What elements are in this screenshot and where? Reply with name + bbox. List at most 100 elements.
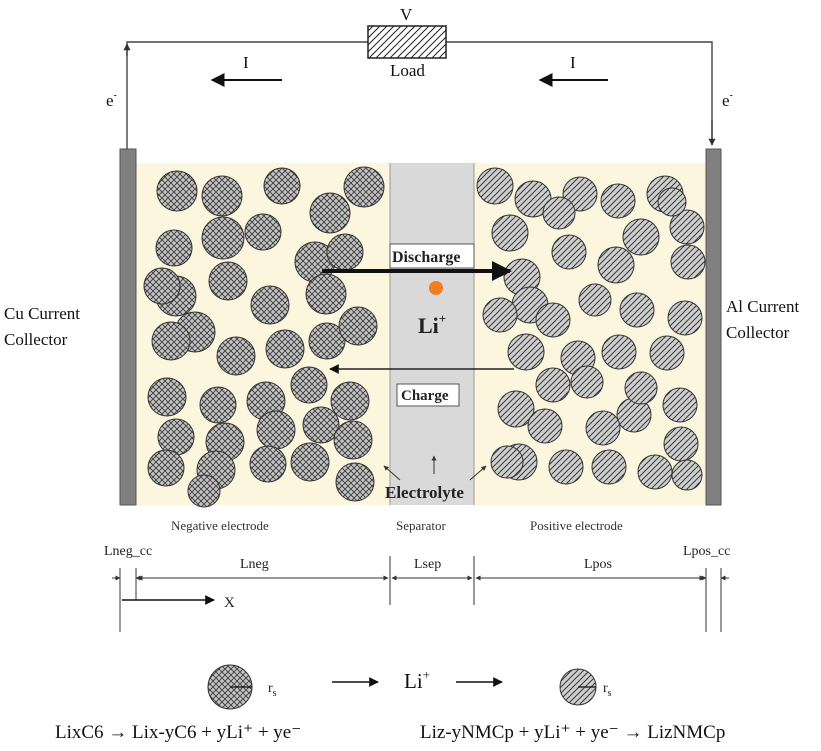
legend-nmc-radius-label: rs: [603, 681, 612, 699]
lsep-label: Lsep: [414, 557, 441, 572]
electrolyte-pointer-left: [383, 465, 401, 481]
discharge-box: [389, 243, 475, 269]
graphite-particle-14: [326, 233, 364, 271]
negative-particles: [143, 166, 385, 508]
electron-right-superscript: -: [730, 90, 733, 101]
graphite-particle-1: [156, 170, 198, 212]
graphite-particle-19: [265, 329, 305, 369]
external-circuit: V Load I I e- e-: [106, 5, 733, 178]
graphite-particle-31: [333, 420, 373, 460]
graphite-particle-34: [249, 445, 287, 483]
nmc-particle-25: [535, 367, 571, 403]
nmc-particle-34: [548, 449, 584, 485]
nmc-particle-8: [622, 218, 660, 256]
nmc-particle-26: [497, 390, 535, 428]
nmc-particle-24: [649, 335, 685, 371]
nmc-particle-9: [669, 209, 705, 245]
positive-particles: [476, 167, 706, 491]
graphite-particle-17: [151, 321, 191, 361]
graphite-particle-32: [147, 449, 185, 487]
lpos-label: Lpos: [584, 557, 612, 572]
al-collector-label-line2: Collector: [726, 323, 790, 342]
nmc-particle-17: [535, 302, 571, 338]
nmc-particle-1: [476, 167, 514, 205]
graphite-particle-4: [309, 192, 351, 234]
nmc-particle-38: [490, 445, 524, 479]
separator-region: [390, 163, 474, 505]
nmc-particle-18: [578, 283, 612, 317]
wire-right: [446, 41, 713, 145]
graphite-particle-36: [335, 462, 375, 502]
anode-equation: LixC6 → Lix-yC6 + yLi⁺ + ye⁻: [55, 722, 301, 743]
nmc-particle-32: [663, 426, 699, 462]
al-collector-label-line1: Al Current: [726, 297, 799, 316]
nmc-particle-36: [637, 454, 673, 490]
nmc-particle-21: [507, 333, 545, 371]
nmc-particle-7: [542, 196, 576, 230]
ion-superscript: +: [439, 311, 446, 326]
load-resistor: [367, 25, 447, 59]
graphite-particle-30: [302, 406, 340, 444]
nmc-particle-12: [551, 234, 587, 270]
negative-electrode-label: Negative electrode: [171, 518, 269, 533]
nmc-particle-13: [597, 246, 635, 284]
lneg-label: Lneg: [240, 557, 269, 572]
current-left-label: I: [243, 53, 249, 72]
legend-li-label: Li+: [404, 667, 430, 693]
graphite-particle-21: [338, 306, 378, 346]
lneg-cc-label: Lneg_cc: [104, 544, 152, 559]
legend-li-superscript: +: [423, 667, 430, 682]
nmc-particle-31: [585, 410, 621, 446]
nmc-particle-16: [482, 297, 518, 333]
nmc-particle-19: [619, 292, 655, 328]
al-current-collector: [705, 148, 722, 506]
cu-current-collector: [119, 148, 137, 506]
nmc-particle-30: [527, 408, 563, 444]
graphite-particle-8: [155, 229, 193, 267]
electrolyte-pointer-right: [469, 465, 487, 481]
nmc-particle-20: [667, 300, 703, 336]
electron-left-symbol: e: [106, 91, 114, 110]
nmc-particle-35: [591, 449, 627, 485]
graphite-particle-23: [199, 386, 237, 424]
graphite-particle-11: [208, 261, 248, 301]
graphite-particle-26: [330, 381, 370, 421]
charge-label: Charge: [401, 388, 449, 404]
legend-graphite-radius-label: rs: [268, 681, 277, 699]
charge-box: [396, 383, 460, 407]
nmc-particle-39: [624, 371, 658, 405]
nmc-particle-6: [491, 214, 529, 252]
nmc-particle-23: [601, 334, 637, 370]
separator-label: Separator: [396, 518, 446, 533]
wire-left: [126, 41, 368, 178]
nmc-particle-4: [600, 183, 636, 219]
load-label: Load: [390, 61, 425, 80]
graphite-particle-15: [143, 267, 181, 305]
nmc-particle-37: [671, 459, 703, 491]
graphite-particle-37: [187, 474, 221, 508]
graphite-particle-3: [263, 167, 301, 205]
cathode-equation: Liz-yNMCp + yLi⁺ + ye⁻ → LizNMCp: [420, 722, 725, 743]
cell: Discharge Li+ Charge Electrolyte: [119, 148, 722, 508]
ion-symbol: Li: [418, 313, 439, 338]
graphite-particle-35: [290, 442, 330, 482]
graphite-particle-6: [201, 216, 245, 260]
ion-label: Li+: [418, 311, 446, 338]
graphite-particle-27: [157, 418, 195, 456]
nmc-particle-10: [657, 187, 687, 217]
legend-rs-right: r: [603, 681, 608, 696]
electron-right-label: e-: [722, 90, 733, 110]
lithium-ion-dot: [429, 281, 443, 295]
graphite-particle-13: [305, 273, 347, 315]
nmc-particle-27: [570, 365, 604, 399]
dimension-lines: [112, 556, 729, 632]
nmc-particle-29: [662, 387, 698, 423]
electron-left-label: e-: [106, 90, 117, 110]
positive-electrode-label: Positive electrode: [530, 518, 623, 533]
legend-rs-left: r: [268, 681, 273, 696]
graphite-particle-7: [244, 213, 282, 251]
legend-li-symbol: Li: [404, 669, 423, 693]
cu-collector-label-line1: Cu Current: [4, 304, 80, 323]
